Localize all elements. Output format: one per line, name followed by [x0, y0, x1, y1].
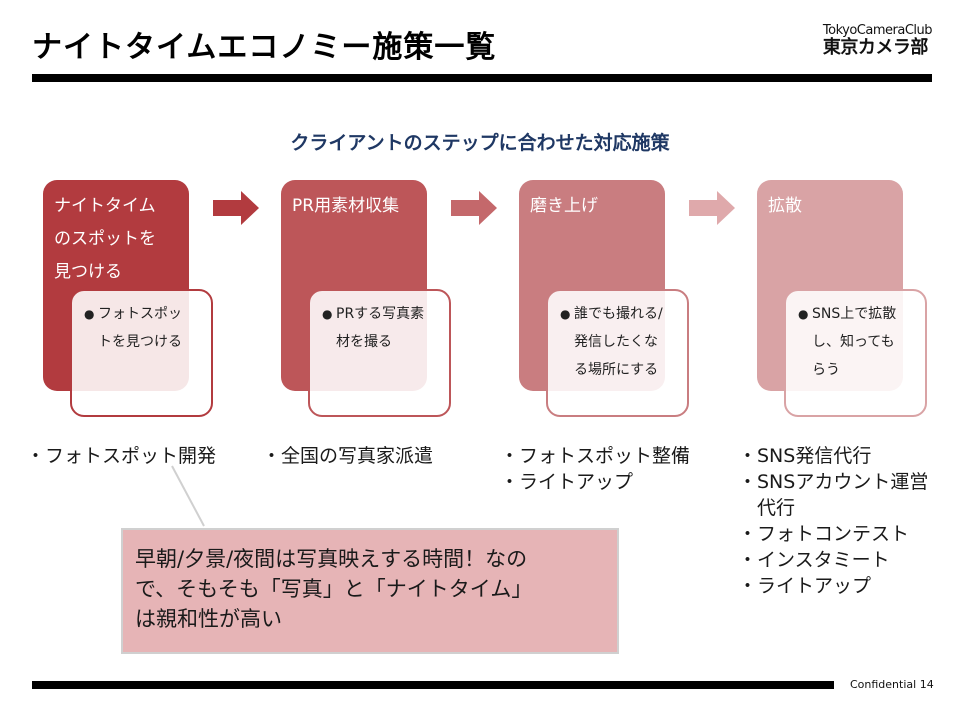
confidential-label: Confidential: [850, 678, 917, 691]
step-detail-card-2: ●PRする写真素 材を撮る: [308, 289, 451, 417]
step-label: PR用素材収集: [292, 196, 400, 216]
step-label: 拡散: [768, 196, 802, 216]
page-number: 14: [919, 678, 934, 691]
section-subtitle: クライアントのステップに合わせた対応施策: [290, 132, 670, 154]
step-label: ナイトタイム のスポットを 見つける: [54, 196, 156, 282]
step-detail-text: 誰でも撮れる/ 発信したくな る場所にする: [574, 306, 663, 378]
bullet-icon: ●: [798, 307, 809, 321]
step-detail-card-4: ●SNS上で拡散 し、知っても らう: [784, 289, 927, 417]
callout-note: 早朝/夕景/夜間は写真映えする時間！なの で、そもそも「写真」と「ナイトタイム」…: [121, 528, 619, 654]
bullet-icon: ●: [84, 307, 95, 321]
arrow-right-icon: [213, 191, 259, 225]
step-result-list-1: ・フォトスポット開発: [26, 445, 217, 467]
page-title: ナイトタイムエコノミー施策一覧: [32, 30, 497, 65]
footer-text: Confidential 14: [850, 678, 934, 691]
logo-text-en: TokyoCameraClub: [822, 23, 933, 38]
step-result-list-4: ・SNS発信代行 ・SNSアカウント運営 代行 ・フォトコンテスト ・インスタミ…: [738, 445, 929, 597]
step-detail-text: SNS上で拡散 し、知っても らう: [812, 306, 897, 378]
step-detail-card-3: ●誰でも撮れる/ 発信したくな る場所にする: [546, 289, 689, 417]
step-label: 磨き上げ: [530, 196, 598, 216]
header-divider: [32, 74, 932, 82]
bullet-icon: ●: [322, 307, 333, 321]
step-result-list-3: ・フォトスポット整備 ・ライトアップ: [500, 445, 691, 493]
company-logo: TokyoCameraClub 東京カメラ部: [822, 23, 933, 58]
arrow-right-icon: [689, 191, 735, 225]
step-detail-card-1: ●フォトスポッ トを見つける: [70, 289, 213, 417]
step-detail-text: フォトスポッ トを見つける: [98, 306, 182, 350]
step-detail-text: PRする写真素 材を撮る: [336, 306, 425, 350]
footer-divider: [32, 681, 834, 689]
logo-text-jp: 東京カメラ部: [822, 37, 929, 58]
arrow-right-icon: [451, 191, 497, 225]
step-result-list-2: ・全国の写真家派遣: [262, 445, 434, 467]
bullet-icon: ●: [560, 307, 571, 321]
